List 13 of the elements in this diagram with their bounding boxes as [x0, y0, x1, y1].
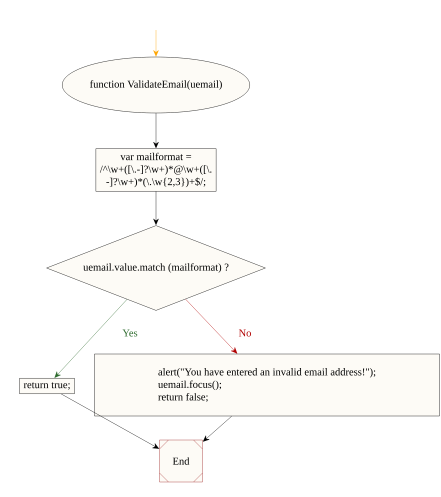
- edge-label: Yes: [121, 328, 139, 338]
- arrow: [185, 299, 238, 354]
- end-terminal: End: [159, 440, 203, 482]
- arrow: [153, 191, 159, 225]
- arrow: [202, 416, 232, 442]
- arrow: [54, 299, 128, 378]
- arrow: [153, 30, 159, 56]
- arrow: [61, 394, 160, 449]
- process-box: var mailformat = /^\w+([\.-]?\w+)*@\w+([\. -]?\w+)*(\.\w{2,3})+$/;: [96, 148, 216, 192]
- edge-label: No: [238, 328, 252, 338]
- arrow: [153, 113, 159, 148]
- process-box: return true;: [19, 378, 75, 394]
- process-box: alert("You have entered an invalid email address!"); uemail.focus(); return false;: [94, 354, 440, 416]
